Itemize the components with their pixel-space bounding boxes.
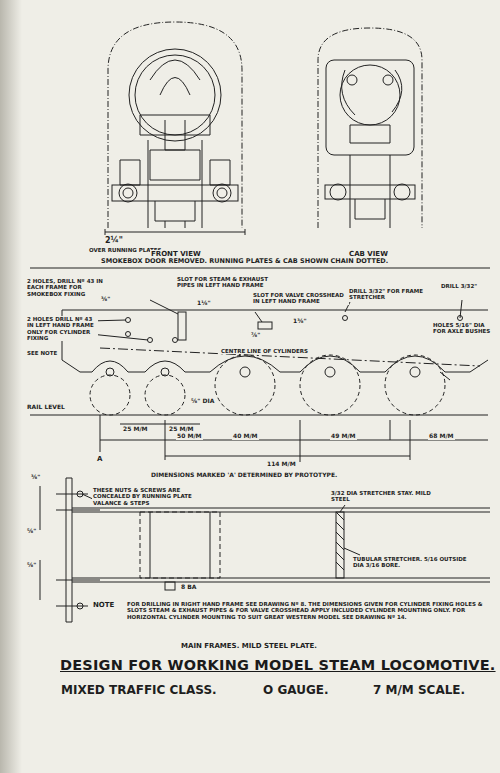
cab-view xyxy=(318,28,422,228)
drawing-label: THESE NUTS & SCREWS ARE CONCEALED BY RUN… xyxy=(92,487,204,506)
drawing-label: 8 BA xyxy=(180,584,197,591)
drawing-label: 49 M/M xyxy=(330,433,357,440)
drawing-label: RAIL LEVEL xyxy=(26,404,66,411)
drawing-label: DIMENSIONS MARKED 'A' DETERMINED BY PROT… xyxy=(150,472,338,479)
drawing-label: SMOKEBOX DOOR REMOVED. RUNNING PLATES & … xyxy=(100,258,389,265)
drawing-label: HOLES 5/16" DIA FOR AXLE BUSHES xyxy=(432,322,494,335)
drawing-label: DRILL 3/32" FOR FRAME STRETCHER xyxy=(348,288,430,301)
drawing-label: 3/32 DIA STRETCHER STAY. MILD STEEL xyxy=(330,490,442,503)
drawing-label: SLOT FOR VALVE CROSSHEAD IN LEFT HAND FR… xyxy=(252,292,349,305)
drawing-label: ⅝" xyxy=(26,562,37,569)
drawing-label: FRONT VIEW xyxy=(150,250,202,258)
drawing-label: 2 HOLES, DRILL Nº 43 IN EACH FRAME FOR S… xyxy=(26,278,118,297)
drawing-label: ⅞" xyxy=(250,332,261,339)
frame-plan xyxy=(40,478,490,622)
drawing-title: DESIGN FOR WORKING MODEL STEAM LOCOMOTIV… xyxy=(60,657,496,673)
drawing-label: ⅜" xyxy=(100,296,111,303)
drawing-label: CENTRE LINE OF CYLINDERS xyxy=(220,348,309,354)
drawing-label: ⅜" xyxy=(30,474,41,481)
drawing-label: CAB VIEW xyxy=(348,250,389,258)
drawing-label: ⅝" DIA xyxy=(190,398,215,405)
drawing-label: 68 M/M xyxy=(428,433,455,440)
drawing-label: O GAUGE. xyxy=(262,684,330,698)
drawing-label: 25 M/M xyxy=(168,426,195,433)
drawing-label: 40 M/M xyxy=(232,433,259,440)
drawing-label: MIXED TRAFFIC CLASS. xyxy=(60,684,218,698)
drawing-label: 2 HOLES DRILL Nº 43 IN LEFT HAND FRAME O… xyxy=(26,316,98,341)
drawing-label: 50 M/M xyxy=(176,433,203,440)
drawing-label: 114 M/M xyxy=(266,461,297,468)
drawing-label: NOTE xyxy=(92,601,115,609)
drawing-label: 1⅛" xyxy=(196,300,212,307)
drawing-label: SEE NOTE xyxy=(26,350,58,356)
drawing-label: SLOT FOR STEAM & EXHAUST PIPES IN LEFT H… xyxy=(176,276,288,289)
drawing-label: A xyxy=(96,455,103,463)
book-gutter xyxy=(0,0,22,773)
drawing-label: ⅝" xyxy=(26,528,37,535)
drawing-label: FOR DRILLING IN RIGHT HAND FRAME SEE DRA… xyxy=(126,601,488,620)
drawing-label: MAIN FRAMES. MILD STEEL PLATE. xyxy=(180,642,318,650)
drawing-label: 25 M/M xyxy=(122,426,149,433)
front-view xyxy=(105,22,245,235)
drawing-label: DRILL 3/32" xyxy=(440,283,478,289)
drawing-label: 2¼" xyxy=(104,236,124,245)
frame-elevation xyxy=(30,300,488,462)
drawing-label: 7 M/M SCALE. xyxy=(372,684,466,698)
drawing-label: 1⅜" xyxy=(292,318,308,325)
drawing-label: TUBULAR STRETCHER. 5/16 OUTSIDE DIA 3/16… xyxy=(352,556,474,569)
